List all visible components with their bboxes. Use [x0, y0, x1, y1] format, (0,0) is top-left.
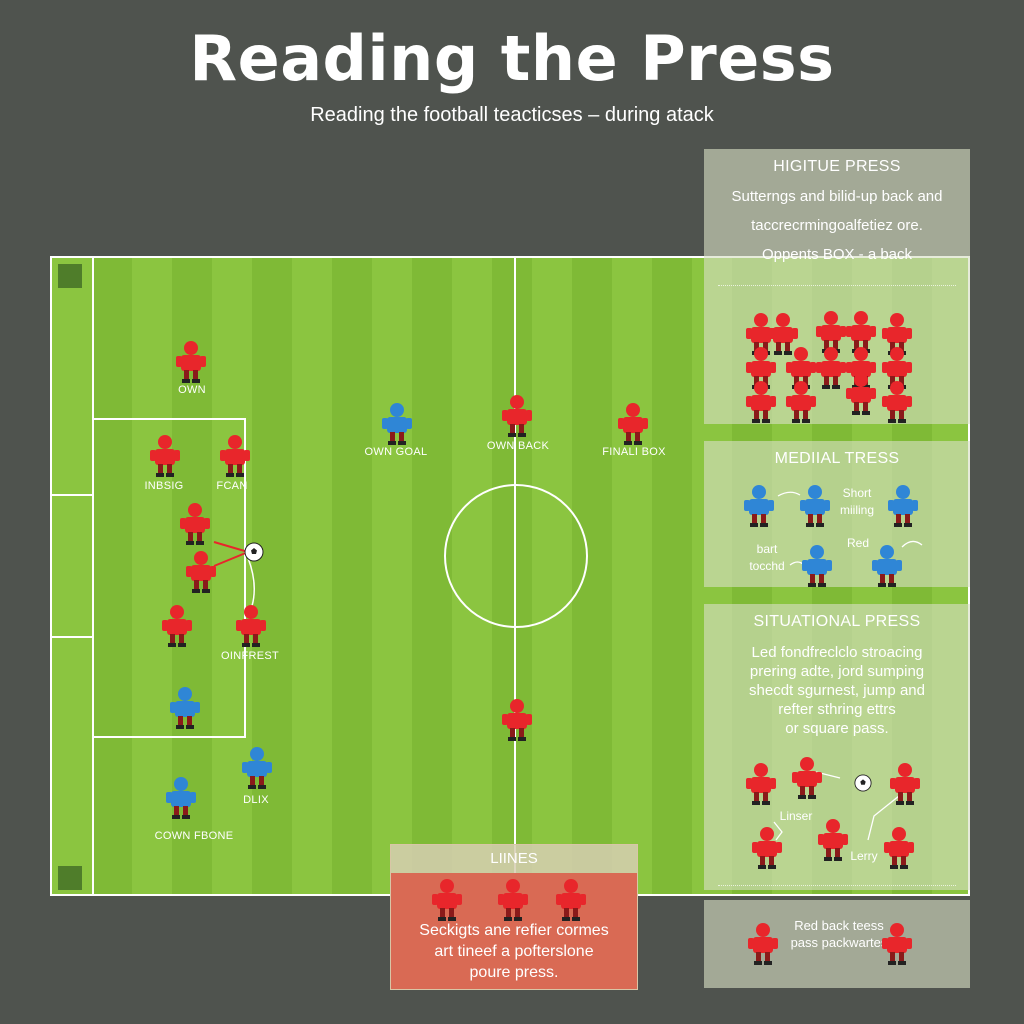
situational-line: shecdt sgurnest, jump and: [749, 682, 925, 699]
high-press-title: HIGITUE PRESS: [773, 158, 901, 175]
high-press-line: taccrecrmingoalfetiez ore.: [751, 217, 923, 234]
medial-label: Short miiling: [839, 486, 874, 517]
situational-line: Led fondfreclclo stroacing: [751, 644, 923, 661]
corner-marker-top: [58, 264, 82, 288]
bottom-note-panel: Red back teess pass packwartes: [704, 900, 970, 988]
center-circle: [444, 484, 588, 628]
pitch-label: OWN BACK: [486, 440, 550, 452]
medial-press-title: MEDIIAL TRESS: [774, 450, 900, 467]
medial-label: Red: [846, 536, 869, 550]
situational-arrows: [773, 771, 905, 841]
page-subtitle: Reading the football teacticses – during…: [310, 104, 714, 126]
goal-area: [50, 494, 94, 638]
divider: [718, 885, 956, 886]
situational-press-title: SITUATIONAL PRESS: [753, 613, 921, 630]
ball-icon: [854, 774, 872, 792]
medial-label: bart tocchd: [749, 542, 785, 573]
high-press-line: Sutterngs and bilid-up back and: [731, 188, 943, 205]
lines-box: LIINES Seckigts ane refier cormes art ti…: [390, 844, 638, 990]
situational-line: prering adte, jord sumping: [749, 663, 925, 680]
medial-press-panel: MEDIIAL TRESS Short miiling bart tocchd …: [704, 441, 970, 587]
lines-text-line: art tineef a pofterslone: [434, 943, 594, 960]
high-press-panel: HIGITUE PRESS Sutterngs and bilid-up bac…: [704, 149, 970, 424]
corner-marker-bottom: [58, 866, 82, 890]
lines-body: Seckigts ane refier cormes art tineef a …: [391, 873, 637, 989]
pitch-label: FCAN: [216, 480, 248, 492]
pitch-label: COWN FBONE: [154, 830, 234, 842]
page-title: Reading the Press: [189, 22, 835, 95]
situational-label: Linser: [779, 809, 813, 823]
situational-line: refter sthring ettrs: [778, 701, 896, 718]
pass-arrows: [213, 541, 255, 607]
divider: [718, 285, 956, 286]
lines-title: LIINES: [391, 845, 637, 873]
situational-line: or square pass.: [785, 720, 889, 737]
pitch-label: OWN GOAL: [364, 446, 428, 458]
lines-text-line: poure press.: [469, 964, 559, 981]
high-press-line: Oppents BOX - a back: [761, 246, 913, 263]
pitch-label: DLIX: [243, 794, 269, 806]
situational-label: Lerry: [850, 849, 878, 863]
medial-arrows: [777, 491, 923, 566]
pitch-label: FINALI BOX: [602, 446, 666, 458]
pitch-label: INBSIG: [144, 480, 184, 492]
bottom-note-text: Red back teess pass packwartes: [790, 918, 888, 950]
pitch-label: OINFREST: [220, 650, 280, 662]
situational-press-panel: SITUATIONAL PRESS Led fondfreclclo stroa…: [704, 604, 970, 890]
lines-text-line: Seckigts ane refier cormes: [419, 922, 609, 939]
ball-icon: [244, 542, 264, 562]
pitch-label: OWN: [178, 384, 206, 396]
